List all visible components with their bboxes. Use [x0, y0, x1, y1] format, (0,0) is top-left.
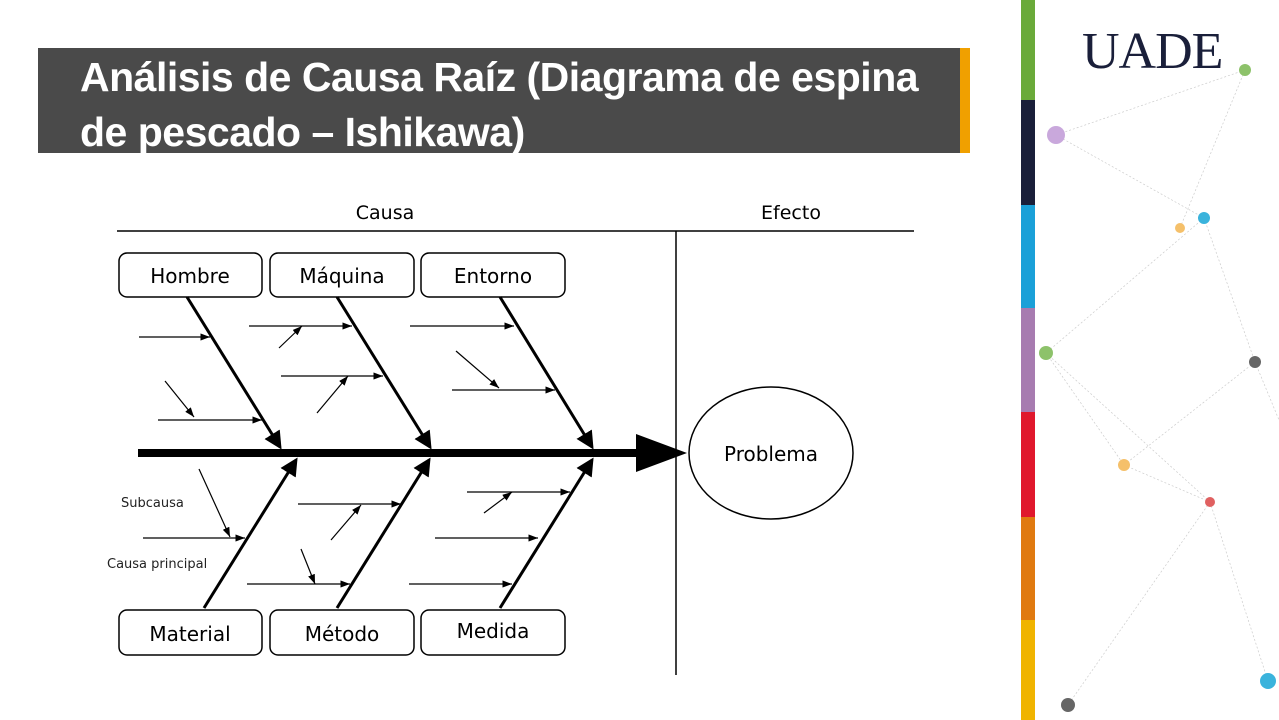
stripe-red	[1021, 412, 1035, 517]
stripe-orange	[1021, 517, 1035, 620]
title-accent	[960, 48, 970, 153]
legend-main-cause: Causa principal	[107, 557, 207, 572]
category-medida: Medida	[457, 619, 530, 643]
category-metodo: Método	[305, 622, 380, 646]
legend-subcause: Subcausa	[121, 496, 184, 511]
spine-arrowhead	[636, 434, 687, 472]
uade-logo: UADE	[1082, 23, 1223, 80]
slide-title: Análisis de Causa Raíz (Diagrama de espi…	[80, 54, 919, 155]
title-bar	[38, 48, 960, 153]
stripe-yellow	[1021, 620, 1035, 720]
subcause-arrows	[139, 322, 570, 588]
effect-label: Problema	[724, 442, 818, 466]
network-background	[1045, 69, 1279, 706]
stripe-purple	[1021, 308, 1035, 412]
category-boxes	[118, 252, 566, 656]
category-hombre: Hombre	[150, 264, 230, 288]
main-bones	[185, 296, 594, 609]
stripe-cyan	[1021, 205, 1035, 308]
network-nodes	[1039, 64, 1276, 712]
category-maquina: Máquina	[299, 264, 384, 288]
header-efecto: Efecto	[761, 202, 821, 224]
category-entorno: Entorno	[454, 264, 532, 288]
effect-ellipse	[688, 386, 854, 520]
category-material: Material	[149, 622, 230, 646]
header-causa: Causa	[356, 202, 415, 224]
stripe-green	[1021, 0, 1035, 100]
stripe-navy	[1021, 100, 1035, 205]
